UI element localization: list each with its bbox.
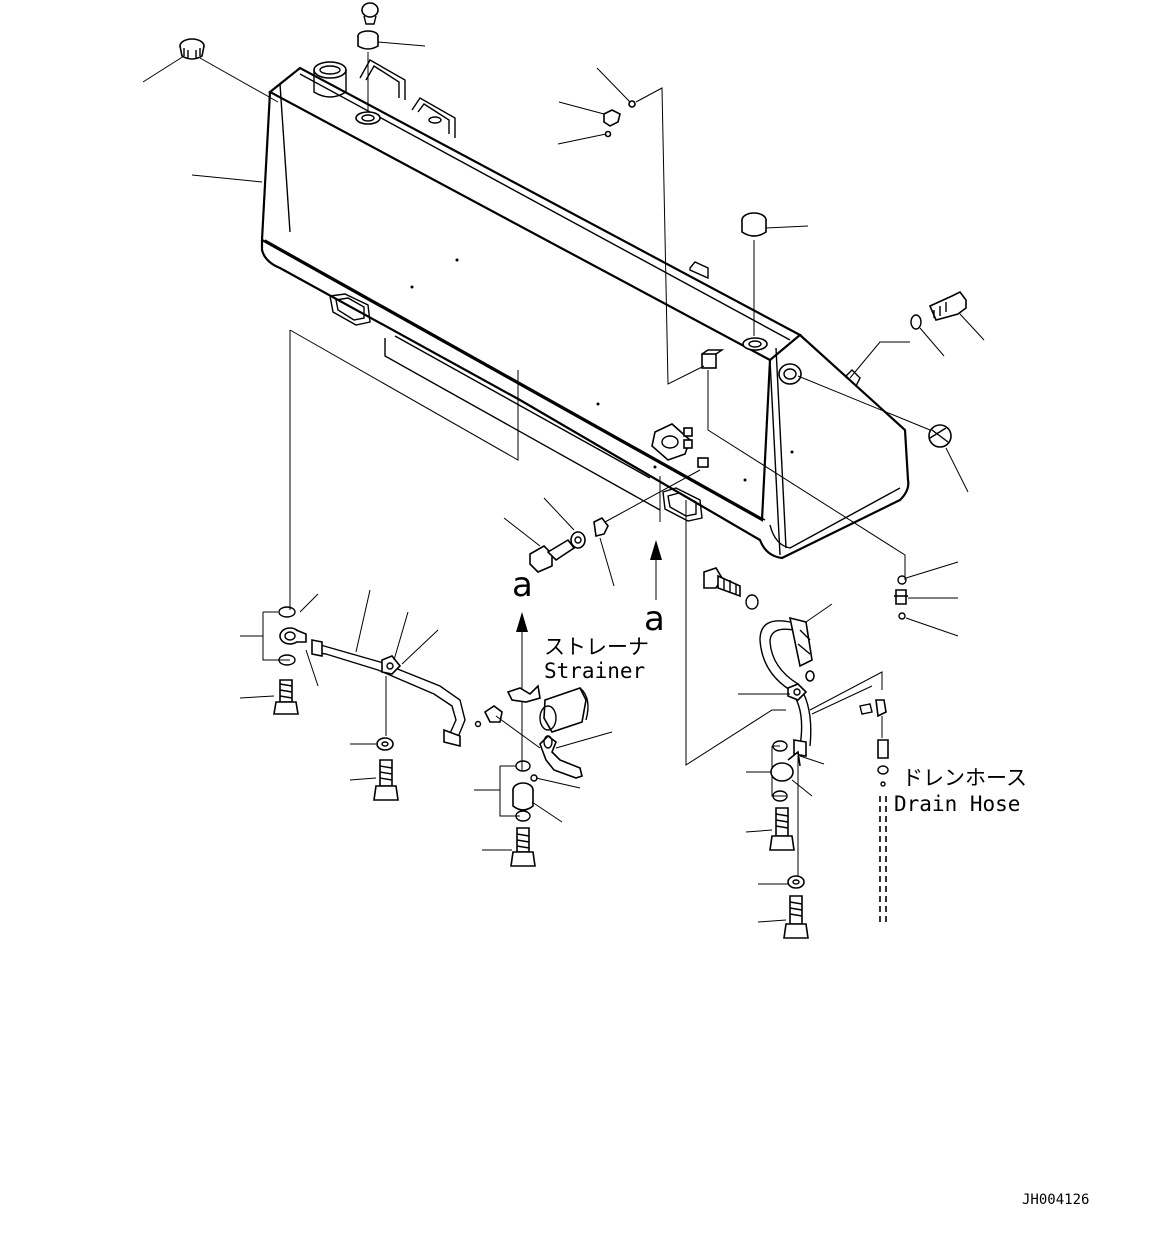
breather-block (701, 353, 717, 369)
tank-handle (359, 59, 456, 138)
washer-icon (570, 531, 586, 549)
fuel-pipe-left (311, 639, 466, 748)
elbow-small-icon (894, 589, 908, 605)
fuel-tank (260, 66, 910, 560)
strainer-pipe-icon (539, 734, 583, 779)
breather-cap-icon (361, 2, 379, 25)
o-ring-icon (278, 606, 296, 618)
hose-washer-icon (745, 594, 759, 610)
washer-left-icon (376, 737, 394, 751)
end-port (778, 363, 802, 385)
bolt-right-2-icon (783, 895, 809, 939)
drain-hose-label-en: Drain Hose (894, 792, 1020, 816)
strainer-bracket-icon (506, 684, 541, 703)
pipe-clamp-icon (381, 655, 402, 675)
drain-hose-right (759, 616, 815, 757)
view-a-label-lower: a (644, 599, 665, 639)
drain-hose-dashed (859, 699, 889, 924)
drain-plug-small (697, 457, 709, 468)
strainer-icon (539, 687, 589, 733)
drawing-code: JH004126 (1022, 1192, 1089, 1208)
top-port-left (355, 111, 381, 125)
top-tab (689, 261, 709, 280)
breather-valve-icon (357, 30, 379, 50)
clip-fitting-icon (603, 100, 636, 138)
strainer-label-en: Strainer (544, 659, 645, 683)
top-port-right (742, 337, 768, 351)
o-ring-small-icon (897, 575, 907, 585)
vent-cap-icon (741, 212, 767, 237)
filler-cap-icon (179, 38, 205, 60)
banjo-fitting-icon (770, 750, 801, 782)
drain-hose-label-jp: ドレンホース (902, 766, 1027, 790)
strainer-label-jp: ストレーナ (544, 635, 649, 659)
strainer-fitting-icon (483, 705, 503, 723)
bolt-left-2-icon (373, 759, 399, 801)
view-a-arrow-upper (650, 540, 662, 600)
elbow-fitting-icon (279, 627, 307, 645)
bolt-right-1-icon (769, 807, 795, 851)
small-clip-icon (593, 516, 609, 537)
end-cap-icon (928, 424, 952, 448)
hose-clamp-icon (787, 683, 808, 701)
mounting-bolt-icon (529, 538, 576, 573)
hose-bolt-icon (703, 567, 741, 598)
bolt-left-1-icon (273, 679, 299, 715)
bolt-center-icon (510, 827, 536, 867)
view-a-label-upper: a (512, 565, 533, 605)
filler-neck (313, 61, 347, 98)
mount-bracket-right (662, 487, 703, 522)
level-sensor (651, 423, 693, 461)
adapter-block-icon (512, 782, 534, 811)
washer-right-icon (787, 875, 805, 889)
mount-bracket-left (329, 293, 371, 326)
plug-bolt-icon (910, 290, 967, 330)
